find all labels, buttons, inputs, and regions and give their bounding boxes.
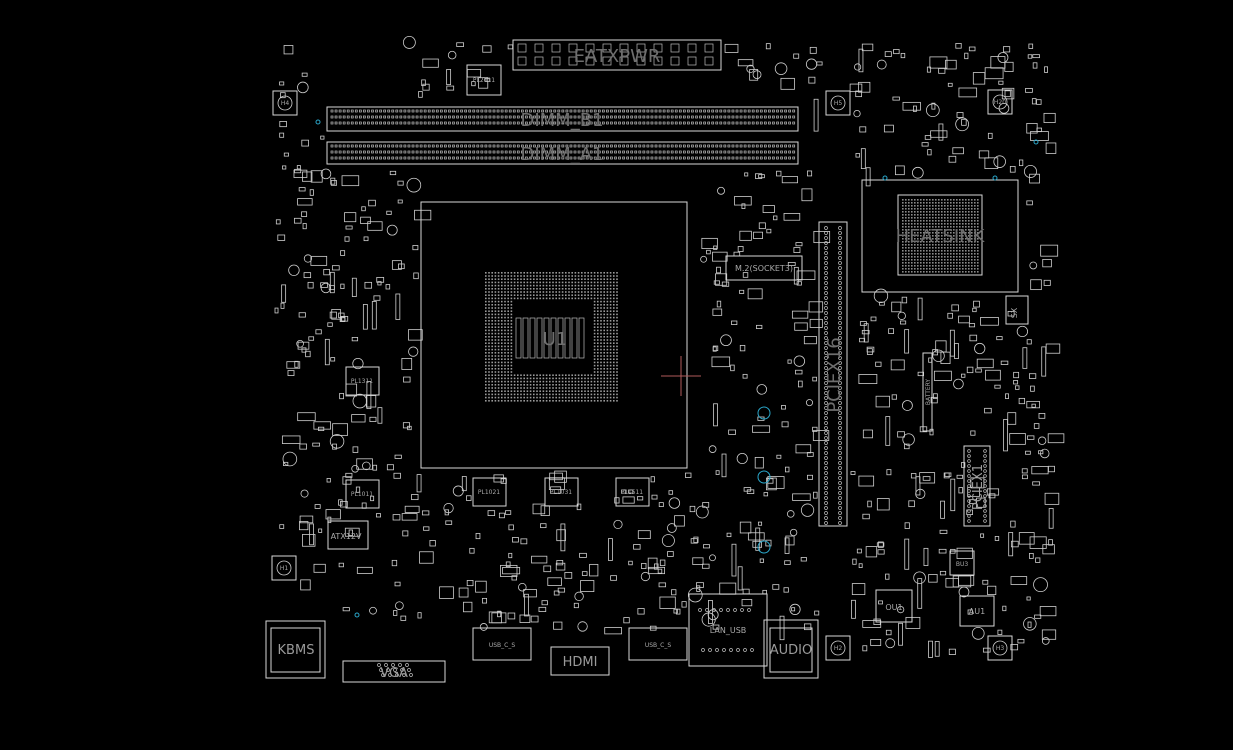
hdmi-port[interactable]: HDMI [550,646,610,676]
inductor-pl1311: PL1311 [345,366,380,396]
svg-text:H1: H1 [280,565,289,572]
vga-port[interactable]: VGA [342,660,446,683]
kbms-port[interactable]: KBMS [265,620,326,679]
pciex1-label: PCIEX1 [971,464,986,510]
inductor-pl1511: PL1511 [615,477,650,507]
dimm-b1-slot[interactable]: DIMM_B1 [326,106,799,132]
usb-c-port-left[interactable]: USB_C_S [472,627,532,661]
mounting-hole-h3: H3 [987,635,1013,661]
svg-text:PL1031: PL1031 [550,489,572,496]
mounting-hole-h2: H2 [825,635,851,661]
svg-text:H20: H20 [994,99,1006,106]
svg-text:H4: H4 [281,100,290,107]
svg-text:PL1311: PL1311 [351,378,373,385]
battery-label: BATTERY [925,379,932,406]
svg-text:PL1011: PL1011 [351,491,373,498]
heatsink-label: HEATSINK [896,226,986,247]
small-components [274,36,1065,658]
mounting-hole-h1: H1 [271,555,297,581]
kbms-label: KBMS [278,643,315,658]
pciex16-slot[interactable]: PCIEX16 [818,221,848,527]
svg-text:PL2011: PL2011 [473,77,495,84]
pciex1-slot[interactable]: PCIEX1 [963,445,991,527]
svg-text:USB_C_S: USB_C_S [645,642,672,649]
svg-text:PL1511: PL1511 [621,489,643,496]
inductor-pl2011: PL2011 [466,64,502,96]
m2-socket[interactable]: M.2(SOCKET3) [725,255,803,281]
mounting-hole-h4: H4 [272,90,298,116]
svg-text:H5: H5 [834,100,843,107]
audio-jack[interactable]: AUDIO [763,619,819,679]
cpu-label: U1 [543,329,568,350]
dimm-a1-label: DIMM_A1 [521,144,604,165]
vga-label: VGA [380,666,408,681]
cpu-socket[interactable]: U1 [420,201,688,469]
svg-text:SX: SX [1010,307,1019,318]
inductor-pl1021: PL1021 [472,477,507,507]
inductor-pl1031: PL1031 [544,477,579,507]
ic-sx: SX [1005,295,1029,325]
m2-label: M.2(SOCKET3) [735,264,793,273]
atx12v-label: ATX12V [331,532,362,541]
crosshair-cursor [661,356,701,396]
atx12v-connector[interactable]: ATX12V [327,520,369,550]
eatxpwr-connector[interactable]: EATXPWR [512,39,722,71]
svg-text:H2: H2 [834,645,843,652]
svg-text:AU1: AU1 [969,607,985,616]
svg-text:PL1021: PL1021 [478,489,500,496]
mounting-hole-h5: H5 [825,90,851,116]
via-markers [315,119,1039,618]
pciex16-label: PCIEX16 [824,337,845,412]
usb-c-port-right[interactable]: USB_C_S [628,627,688,661]
dimm-a1-slot[interactable]: DIMM_A1 [326,141,799,165]
ic-bu3: BU3 [949,550,975,576]
battery-holder[interactable]: BATTERY [922,352,933,432]
ic-au1: AU1 [959,595,995,627]
dimm-b1-label: DIMM_B1 [520,110,603,131]
svg-text:BU3: BU3 [956,561,969,568]
ic-ou1: OU1 [875,589,913,623]
svg-text:LAN_USB: LAN_USB [710,626,747,635]
eatxpwr-label: EATXPWR [574,46,661,67]
svg-text:H3: H3 [996,645,1005,652]
hdmi-label: HDMI [563,655,598,670]
mounting-hole-h20: H20 [987,89,1013,115]
chipset-heatsink[interactable]: HEATSINK [861,179,1019,293]
audio-label: AUDIO [770,643,813,658]
lan-usb-port[interactable]: LAN_USB [688,593,768,667]
inductor-pl1011: PL1011 [345,479,380,509]
svg-text:OU1: OU1 [885,603,902,612]
svg-text:USB_C_S: USB_C_S [489,642,516,649]
